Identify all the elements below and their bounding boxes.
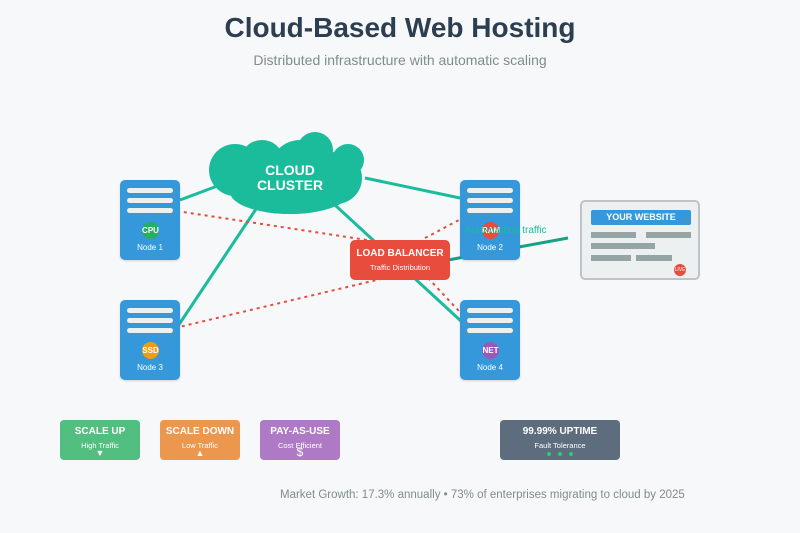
live-badge: LIVE: [674, 264, 686, 276]
website-window[interactable]: YOUR WEBSITE LIVE: [580, 200, 700, 280]
pay-as-use-card[interactable]: PAY-AS-USE Cost Efficient $: [260, 420, 340, 460]
scale-down-subtitle: Low Traffic: [181, 441, 219, 450]
pay-as-use-title: PAY-AS-USE: [270, 426, 330, 437]
down-arrow-icon: ▼: [95, 448, 105, 458]
node-label: Node 1: [137, 243, 163, 252]
load-balancer-subtitle: Traffic Distribution: [369, 263, 431, 272]
traffic-label: Auto-routing traffic: [465, 225, 547, 236]
content-line: [636, 255, 672, 261]
scale-down-card[interactable]: SCALE DOWN Low Traffic ▲: [160, 420, 240, 460]
uptime-title: 99.99% UPTIME: [522, 426, 598, 437]
uptime-card[interactable]: 99.99% UPTIME Fault Tolerance: [500, 420, 620, 460]
scale-up-subtitle: High Traffic: [81, 441, 119, 450]
server-slot: [127, 188, 173, 193]
ram-badge: RAM: [482, 222, 500, 239]
lb-link-node1: [169, 209, 381, 243]
net-badge: NET: [482, 342, 499, 359]
cloud-link-node2: [364, 176, 461, 200]
cloud-shape: [209, 132, 364, 214]
pay-as-use-subtitle: Cost Efficient: [277, 441, 323, 450]
server-node-1[interactable]: CPU Node 1: [120, 180, 180, 260]
status-dot-icon: [558, 452, 562, 456]
node-label: Node 2: [477, 243, 503, 252]
cloud-label-line2: CLUSTER: [257, 177, 323, 193]
server-slot: [467, 328, 513, 333]
scale-down-title: SCALE DOWN: [165, 426, 235, 437]
server-slot: [127, 308, 173, 313]
server-slot: [127, 328, 173, 333]
content-line: [591, 243, 655, 249]
server-slot: [467, 188, 513, 193]
cloud-link-node1: [179, 183, 221, 202]
server-slot: [127, 208, 173, 213]
website-header: YOUR WEBSITE: [591, 210, 691, 225]
ssd-badge: SSD: [142, 342, 159, 359]
server-node-3[interactable]: SSD Node 3: [120, 300, 180, 380]
lb-link-node3: [174, 277, 386, 329]
server-node-4[interactable]: NET Node 4: [460, 300, 520, 380]
content-line: [591, 232, 636, 238]
node-label: Node 4: [477, 363, 503, 372]
page-title: Cloud-Based Web Hosting: [224, 12, 576, 43]
uptime-subtitle: Fault Tolerance: [534, 441, 586, 450]
scale-up-title: SCALE UP: [74, 426, 126, 437]
server-slot: [467, 198, 513, 203]
scale-up-card[interactable]: SCALE UP High Traffic ▼: [60, 420, 140, 460]
server-node-2[interactable]: RAM Node 2: [460, 180, 520, 260]
content-line: [591, 255, 631, 261]
status-dot-icon: [569, 452, 573, 456]
server-slot: [127, 198, 173, 203]
dollar-icon: $: [296, 445, 304, 459]
market-growth-footer: Market Growth: 17.3% annually • 73% of e…: [280, 489, 685, 501]
load-balancer[interactable]: LOAD BALANCER Traffic Distribution: [350, 240, 450, 280]
load-balancer-title: LOAD BALANCER: [356, 248, 444, 259]
up-arrow-icon: ▲: [195, 448, 205, 458]
server-slot: [467, 308, 513, 313]
cloud-link-node3: [176, 199, 264, 327]
server-slot: [467, 208, 513, 213]
status-dot-icon: [547, 452, 551, 456]
node-label: Node 3: [137, 363, 163, 372]
content-line: [646, 232, 691, 238]
server-slot: [467, 318, 513, 323]
cloud-label-line1: CLOUD: [265, 162, 315, 178]
cpu-badge: CPU: [142, 222, 159, 239]
server-slot: [127, 318, 173, 323]
page-subtitle: Distributed infrastructure with automati…: [253, 52, 547, 68]
